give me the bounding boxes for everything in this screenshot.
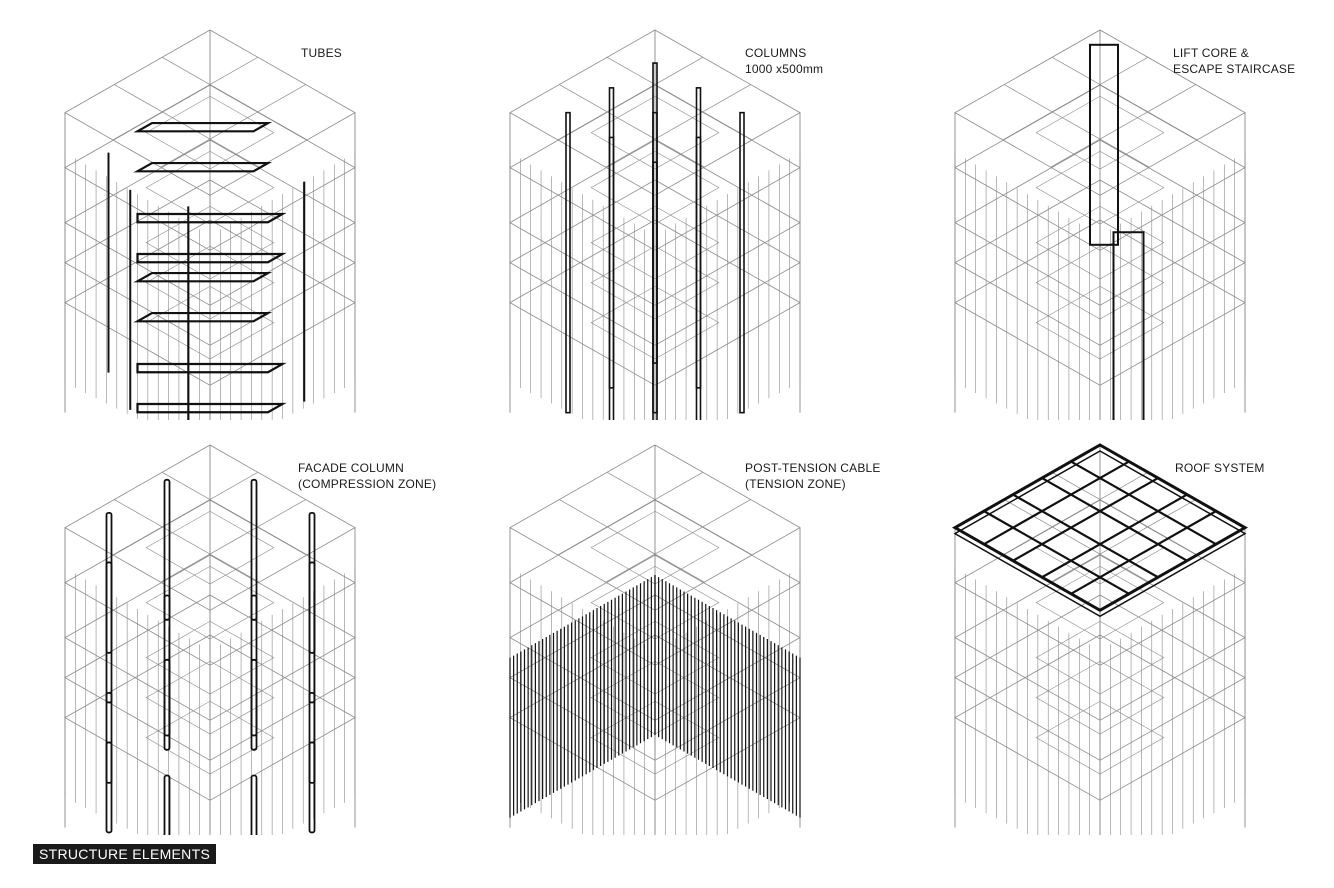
beam xyxy=(557,471,704,556)
roof-beam xyxy=(1041,493,1188,579)
beam xyxy=(559,499,705,583)
roof-edge xyxy=(953,450,1247,618)
tube-section xyxy=(136,212,287,224)
beam xyxy=(161,471,308,556)
beam xyxy=(112,56,259,141)
beam xyxy=(1051,56,1198,141)
facade-column xyxy=(308,561,316,704)
roof-beam xyxy=(1012,493,1159,579)
panel-label-post-tension-cable: POST-TENSION CABLE (TENSION ZONE) xyxy=(745,460,881,492)
beam xyxy=(557,56,704,141)
lift-core-diagram xyxy=(954,29,1246,420)
roof-beam xyxy=(1041,477,1188,562)
beam xyxy=(1051,471,1198,556)
tubes-diagram xyxy=(64,29,356,420)
facade-column xyxy=(250,774,258,835)
facade-column xyxy=(250,594,258,737)
facade-column xyxy=(105,691,113,784)
panel-label-facade-column: FACADE COLUMN (COMPRESSION ZONE) xyxy=(298,460,436,492)
label-line: (TENSION ZONE) xyxy=(745,477,846,491)
panel-columns: COLUMNS 1000 x500mm xyxy=(500,20,920,440)
panel-roof-system: ROOF SYSTEM xyxy=(945,435,1334,855)
panel-label-columns: COLUMNS 1000 x500mm xyxy=(745,45,823,77)
panel-label-lift-core: LIFT CORE & ESCAPE STAIRCASE xyxy=(1173,45,1295,77)
beam xyxy=(1050,84,1196,168)
roof-beam xyxy=(1012,477,1159,562)
beam xyxy=(112,471,259,556)
roof-system-diagram xyxy=(951,443,1249,835)
label-line: POST-TENSION CABLE xyxy=(745,461,881,475)
tube-section xyxy=(133,271,273,283)
column xyxy=(695,136,702,420)
facade-column xyxy=(163,478,171,621)
beam xyxy=(1002,56,1149,141)
post-tension-cable-diagram xyxy=(509,444,801,835)
tube-section xyxy=(133,161,273,173)
label-line: LIFT CORE & xyxy=(1173,46,1249,60)
label-line: ROOF SYSTEM xyxy=(1175,461,1265,475)
tube-section xyxy=(133,121,273,133)
columns-diagram xyxy=(509,29,801,420)
roof-edge xyxy=(951,443,1249,613)
escape-staircase xyxy=(1112,231,1145,420)
beam xyxy=(605,84,751,168)
roof-beam xyxy=(1070,510,1217,595)
beam xyxy=(1004,499,1150,583)
panel-lift-core: LIFT CORE & ESCAPE STAIRCASE xyxy=(945,20,1334,440)
facade-column xyxy=(105,741,113,834)
roof-beam xyxy=(983,460,1130,546)
facade-column xyxy=(250,478,258,621)
label-line: ESCAPE STAIRCASE xyxy=(1173,62,1296,76)
panel-label-roof-system: ROOF SYSTEM xyxy=(1175,460,1265,476)
label-line: (COMPRESSION ZONE) xyxy=(298,477,437,491)
label-line: 1000 x500mm xyxy=(745,62,824,76)
facade-column xyxy=(308,691,316,784)
facade-column xyxy=(163,774,171,835)
label-line: FACADE COLUMN xyxy=(298,461,404,475)
column xyxy=(608,136,615,420)
label-line: TUBES xyxy=(301,46,343,60)
tube-section xyxy=(136,402,287,414)
tube-section xyxy=(136,362,287,374)
panel-label-tubes: TUBES xyxy=(301,45,342,61)
facade-column xyxy=(308,741,316,834)
beam xyxy=(606,56,753,141)
facade-column xyxy=(163,594,171,737)
beam xyxy=(114,499,260,583)
label-line: COLUMNS xyxy=(745,46,807,60)
roof-beam xyxy=(983,510,1130,595)
beam xyxy=(160,499,306,583)
beam xyxy=(606,471,753,556)
panel-tubes: TUBES xyxy=(55,20,475,440)
roof-beam xyxy=(1070,460,1217,546)
beam xyxy=(559,84,705,168)
beam xyxy=(605,499,751,583)
figure-title-tag: STRUCTURE ELEMENTS xyxy=(33,844,217,864)
beam xyxy=(114,84,260,168)
panel-facade-column: FACADE COLUMN (COMPRESSION ZONE) xyxy=(55,435,475,855)
beam xyxy=(160,84,306,168)
tube-section xyxy=(136,252,287,264)
lift-core xyxy=(1089,43,1119,246)
panel-post-tension-cable: POST-TENSION CABLE (TENSION ZONE) xyxy=(500,435,920,855)
beam xyxy=(161,56,308,141)
column xyxy=(565,111,571,414)
facade-column-diagram xyxy=(64,444,356,835)
column xyxy=(739,111,745,414)
column xyxy=(652,111,658,414)
beam xyxy=(1004,84,1150,168)
facade-column xyxy=(105,561,113,704)
beam xyxy=(1002,471,1149,556)
tube-section xyxy=(133,311,273,323)
beam xyxy=(1050,499,1196,583)
